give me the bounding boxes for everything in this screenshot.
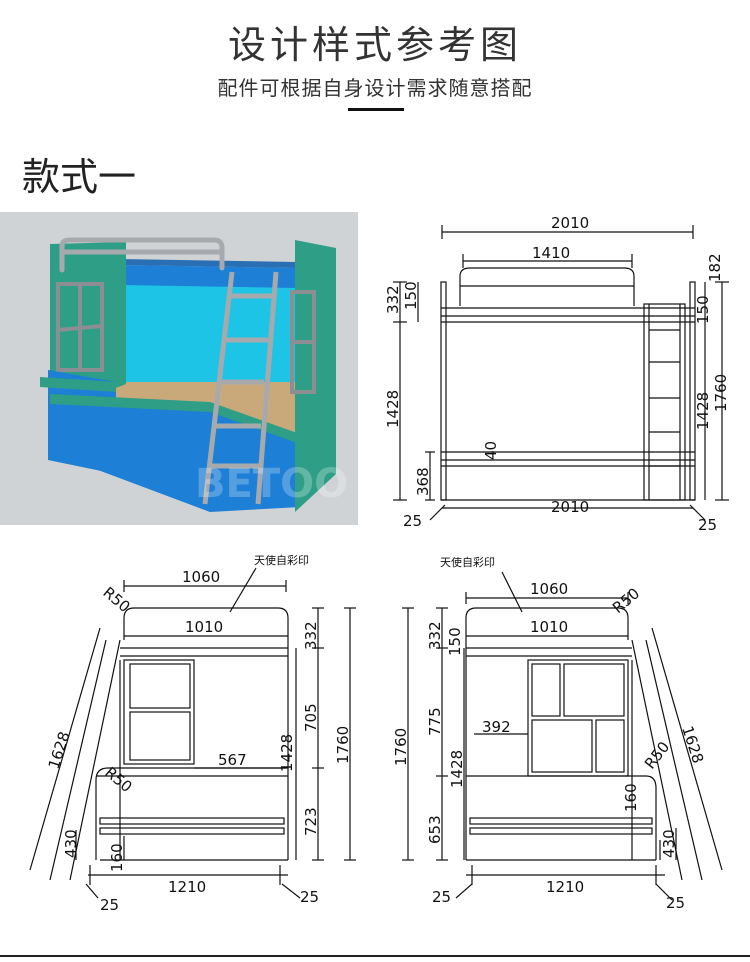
side-left-mid-height: 705 (302, 703, 320, 732)
side-right-note: 天使自彩印 (440, 556, 495, 569)
side-left-desk-height: 723 (302, 807, 320, 836)
side-right-inner-width: 1010 (530, 618, 568, 636)
front-leg-left: 25 (403, 512, 422, 530)
front-slat: 40 (482, 441, 500, 460)
side-right-leg-left: 25 (432, 888, 451, 906)
side-right-shelf-height: 160 (622, 783, 640, 812)
side-left-lower-height: 1428 (278, 734, 296, 772)
side-left-ladder-length: 1628 (45, 729, 74, 771)
front-bottom-width: 2010 (551, 498, 589, 516)
side-view-right-drawing: 天使自彩印 1060 R50 1010 332 150 775 392 1428… (392, 556, 723, 912)
side-left-leg-left: 25 (100, 896, 119, 914)
front-total-width: 2010 (551, 214, 589, 232)
side-left-leg-right: 25 (300, 888, 319, 906)
side-right-desk-height: 653 (426, 815, 444, 844)
side-left-shelf-height: 160 (108, 843, 126, 872)
side-right-shelf-width: 392 (482, 718, 511, 736)
side-left-total-height: 1760 (334, 726, 352, 764)
bottom-divider (0, 955, 750, 957)
side-right-top-gap: 150 (446, 627, 464, 656)
side-left-top-height: 332 (302, 621, 320, 650)
front-rail-width: 1410 (532, 244, 570, 262)
side-right-mid-height: 775 (426, 707, 444, 736)
bed-render: BETOO (40, 237, 348, 512)
side-left-step-height: 430 (62, 829, 80, 858)
front-total-height: 1760 (712, 374, 730, 412)
page-title: 设计样式参考图 (227, 23, 522, 67)
front-bottom-height: 368 (414, 467, 432, 496)
side-right-step-height: 430 (660, 829, 678, 858)
watermark: BETOO (195, 461, 348, 507)
side-right-lower-height: 1428 (448, 750, 466, 788)
front-lower-height-right: 1428 (694, 392, 712, 430)
side-left-width-567: 567 (218, 751, 247, 769)
front-top-gap: 150 (402, 281, 420, 310)
side-left-top-width: 1060 (182, 568, 220, 586)
side-left-corner-radius: R50 (99, 583, 133, 616)
side-right-corner-radius: R50 (609, 584, 643, 617)
side-right-bottom-width: 1210 (546, 878, 584, 896)
side-right-desk-radius: R50 (641, 738, 673, 772)
page-subtitle: 配件可根据自身设计需求随意搭配 (217, 76, 533, 100)
bed-render-panel: BETOO (0, 212, 358, 525)
front-side-gap: 150 (694, 295, 712, 324)
front-view-drawing: 2010 1410 332 150 1428 368 40 182 150 14… (384, 214, 730, 534)
front-top-height: 332 (384, 285, 402, 314)
side-right-top-height: 332 (426, 621, 444, 650)
front-leg-right: 25 (698, 516, 717, 534)
side-left-bottom-width: 1210 (168, 878, 206, 896)
side-right-ladder-length: 1628 (678, 724, 707, 766)
side-left-inner-width: 1010 (185, 618, 223, 636)
side-view-left-drawing: 天使自彩印 1060 R50 1010 332 705 567 1428 723… (29, 554, 356, 914)
title-divider (348, 108, 404, 111)
side-left-note: 天使自彩印 (254, 554, 309, 567)
side-right-top-width: 1060 (530, 580, 568, 598)
front-rail-height: 182 (706, 253, 724, 282)
style-label: 款式一 (22, 155, 137, 199)
side-right-total-height: 1760 (392, 728, 410, 766)
front-lower-height: 1428 (384, 390, 402, 428)
side-right-leg-right: 25 (666, 894, 685, 912)
